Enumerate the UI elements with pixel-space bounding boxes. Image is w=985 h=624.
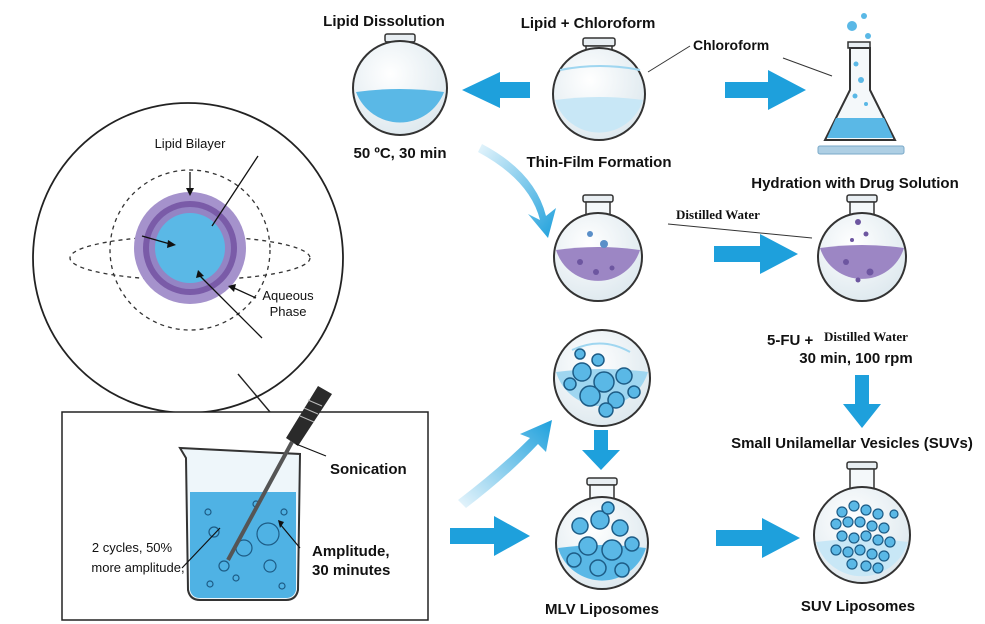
arrow-right-middle: [714, 234, 798, 274]
amplitude-label: Amplitude,: [312, 543, 390, 560]
flask-drug-hydrated: [817, 194, 907, 302]
more-amplitude-label: more amplitude,: [91, 560, 184, 575]
sonication-label: Sonication: [330, 461, 407, 478]
arrow-down-right: [843, 375, 881, 428]
liposome-zoom-circle: [32, 102, 344, 414]
chloroform-pointer-right: [782, 57, 833, 77]
aqueous-label: Aqueous: [262, 288, 314, 303]
flask-lipid-chloroform: [552, 37, 646, 141]
chloroform-label: Chloroform: [693, 37, 769, 53]
arrow-down-center: [582, 430, 620, 470]
zoom-connector: [237, 373, 271, 413]
arrow-right-inset: [450, 516, 530, 556]
sonication-inset: [61, 386, 429, 621]
fu-prefix-label: 5-FU +: [767, 332, 814, 349]
suv-label: SUV Liposomes: [801, 598, 915, 615]
vesicle-dish: [553, 329, 651, 427]
cycles-label: 2 cycles, 50%: [92, 540, 173, 555]
lipid-bilayer-label: Lipid Bilayer: [155, 136, 226, 151]
suvs-label: Small Unilamellar Vesicles (SUVs): [731, 435, 973, 452]
speed-label: 30 min, 100 rpm: [799, 350, 912, 367]
distilled-water-label: Distilled Water: [676, 207, 760, 222]
erlenmeyer-flask: [817, 13, 905, 155]
arrow-left: [462, 72, 530, 108]
hydration-label: Hydration with Drug Solution: [751, 175, 958, 192]
flask-lipid-dissolution: [352, 33, 448, 136]
arrow-curved-up: [458, 420, 552, 508]
mlv-label: MLV Liposomes: [545, 601, 659, 618]
lipid-chloroform-label: Lipid + Chloroform: [521, 15, 656, 32]
chloroform-pointer: [647, 45, 691, 73]
temp-time-label: 50 ºC, 30 min: [353, 145, 446, 162]
flask-suv: [813, 461, 911, 584]
arrow-right-top: [725, 70, 806, 110]
minutes-label: 30 minutes: [312, 562, 390, 579]
fu-water-label: Distilled Water: [824, 329, 908, 344]
distilled-water-pointer: [667, 223, 813, 239]
arrow-curved-down: [478, 144, 556, 238]
thin-film-label: Thin-Film Formation: [527, 154, 672, 171]
flask-thin-film-hydrated: [553, 194, 643, 302]
flask-mlv: [555, 477, 649, 590]
phase-label: Phase: [270, 304, 307, 319]
lipid-dissolution-label: Lipid Dissolution: [323, 13, 445, 30]
arrow-right-bottom: [716, 518, 800, 558]
